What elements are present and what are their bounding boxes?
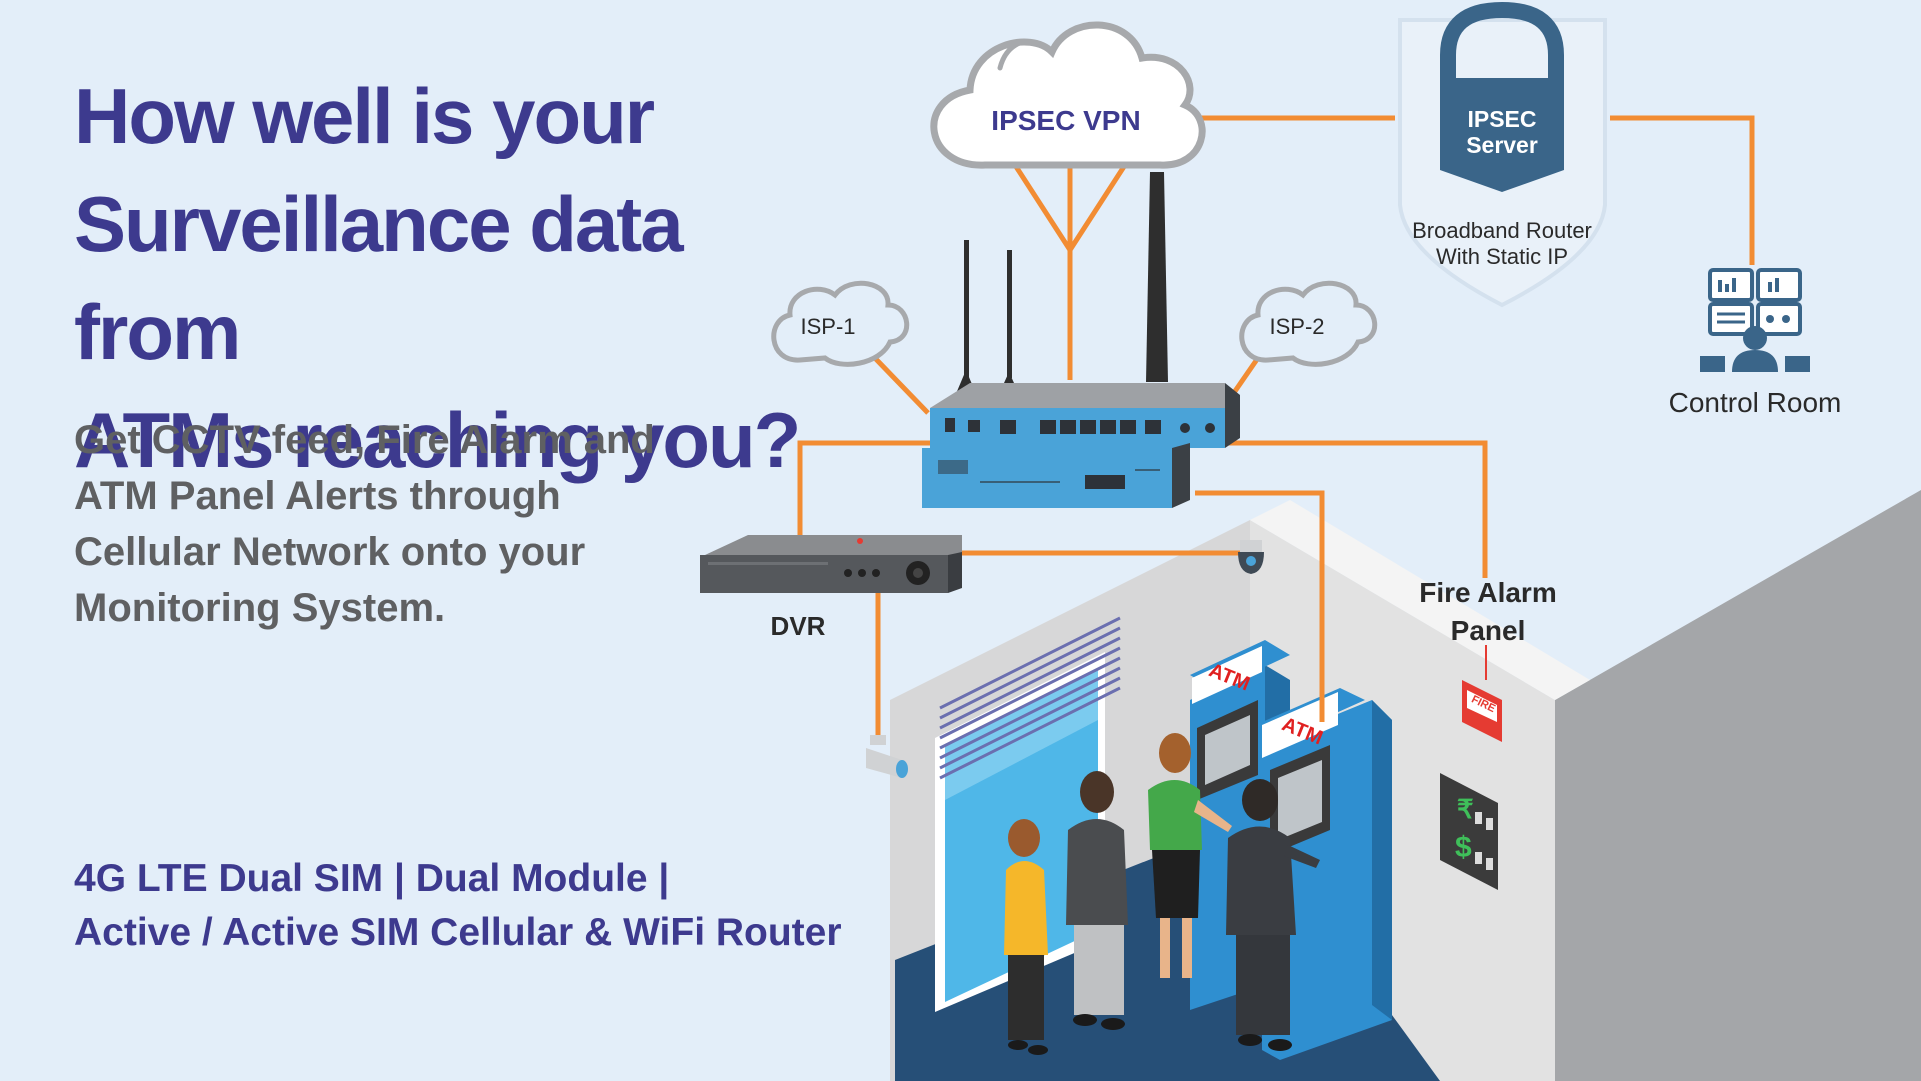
server-label: Server	[1466, 132, 1538, 158]
connector-line	[1012, 163, 1073, 252]
vpn-label: IPSEC VPN	[991, 105, 1140, 136]
window-blinds	[939, 616, 1121, 780]
control-room-icon	[1700, 268, 1810, 372]
isp2-label: ISP-2	[1269, 314, 1324, 339]
headline: How well is your Surveillance data from …	[74, 62, 834, 494]
control-room-label: Control Room	[1669, 387, 1842, 418]
connector-line	[1222, 440, 1488, 578]
isp2-cloud-icon	[1239, 280, 1378, 367]
dvr-label: DVR	[771, 611, 826, 641]
antenna	[964, 240, 969, 378]
lock-icon	[1440, 1, 1564, 192]
connectors	[797, 115, 1755, 735]
subheadline-line: Monitoring System.	[74, 586, 446, 630]
connector-line	[870, 353, 930, 415]
headline-line: Surveillance data from	[74, 180, 684, 376]
antenna	[1007, 250, 1012, 378]
atm-sign	[1192, 646, 1262, 704]
fire-panel-label: Fire Alarm	[1419, 577, 1556, 608]
person-green-top	[1148, 733, 1232, 978]
subheadline-line: Cellular Network onto your	[74, 530, 586, 574]
cash-panel: ₹ $	[1440, 773, 1498, 890]
rupee-symbol: ₹	[1457, 794, 1474, 824]
connector-line	[1067, 163, 1128, 252]
feature-tagline: 4G LTE Dual SIM | Dual Module | Active /…	[74, 852, 894, 960]
connector-line	[797, 440, 930, 540]
dvr-device	[700, 535, 962, 593]
headline-line: ATMs reaching you?	[74, 396, 801, 484]
fire-panel-label: Panel	[1451, 615, 1526, 646]
feature-line: Active / Active SIM Cellular & WiFi Rout…	[74, 911, 842, 954]
cellular-router	[922, 172, 1240, 508]
connector-line	[1195, 490, 1325, 722]
router-caption: With Static IP	[1436, 244, 1568, 269]
room-wall-top	[1250, 500, 1590, 700]
isp1-cloud-icon	[771, 280, 910, 367]
bullet-camera-icon	[866, 735, 908, 778]
person-dark-suit	[1226, 779, 1320, 1051]
router-caption: Broadband Router	[1412, 218, 1592, 243]
headline-line: How well is your	[74, 72, 655, 160]
subheadline: Get CCTV feed, Fire Alarm and ATM Panel …	[74, 412, 774, 636]
antenna	[1146, 172, 1168, 382]
dome-camera-icon	[1238, 540, 1264, 574]
server-label: IPSEC	[1467, 106, 1536, 132]
vpn-cloud-icon	[930, 21, 1206, 169]
atm-sign	[1262, 692, 1338, 758]
room-outer-wall	[1555, 490, 1921, 1081]
subheadline-line: Get CCTV feed, Fire Alarm and	[74, 418, 655, 462]
connector-line	[1610, 115, 1755, 265]
feature-line: 4G LTE Dual SIM | Dual Module |	[74, 857, 670, 900]
dollar-symbol: $	[1455, 831, 1472, 864]
person-yellow-shirt	[1004, 819, 1048, 1055]
person-grey-jacket	[1066, 771, 1128, 1030]
isp1-label: ISP-1	[800, 314, 855, 339]
fire-alarm-box: FIRE	[1462, 680, 1502, 742]
subheadline-line: ATM Panel Alerts through	[74, 474, 561, 518]
atm-machine: ATM	[1262, 688, 1392, 1060]
